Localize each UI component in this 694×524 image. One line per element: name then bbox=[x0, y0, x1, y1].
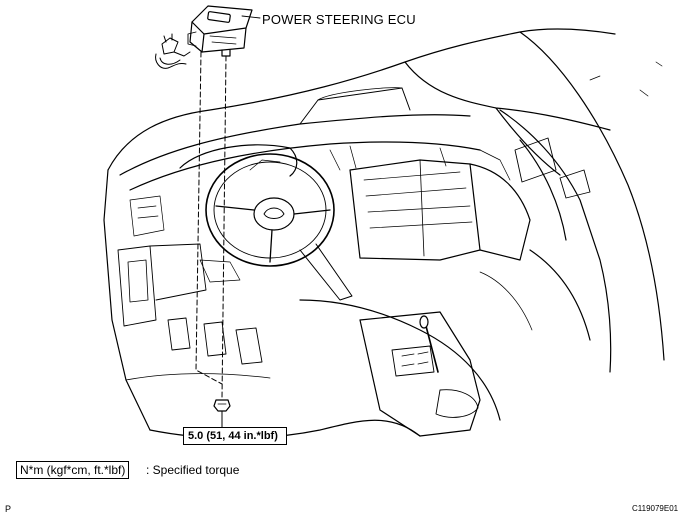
corner-mark: P bbox=[5, 504, 12, 514]
legend-description: : Specified torque bbox=[146, 463, 240, 477]
mounting-bolt bbox=[213, 399, 231, 429]
ecu-label: POWER STEERING ECU bbox=[262, 12, 416, 27]
torque-spec-box: 5.0 (51, 44 in.*lbf) bbox=[183, 427, 287, 445]
ecu-leader-line bbox=[241, 15, 261, 19]
steering-wheel bbox=[205, 153, 353, 301]
dashboard-details bbox=[129, 61, 663, 331]
connector-harness bbox=[155, 33, 191, 69]
installation-guide-lines bbox=[195, 51, 227, 399]
power-steering-ecu bbox=[187, 5, 253, 57]
figure-code: C119079E01 bbox=[632, 504, 679, 513]
legend-unit-box: N*m (kgf*cm, ft.*lbf) bbox=[16, 461, 130, 479]
vehicle-interior bbox=[103, 28, 665, 439]
